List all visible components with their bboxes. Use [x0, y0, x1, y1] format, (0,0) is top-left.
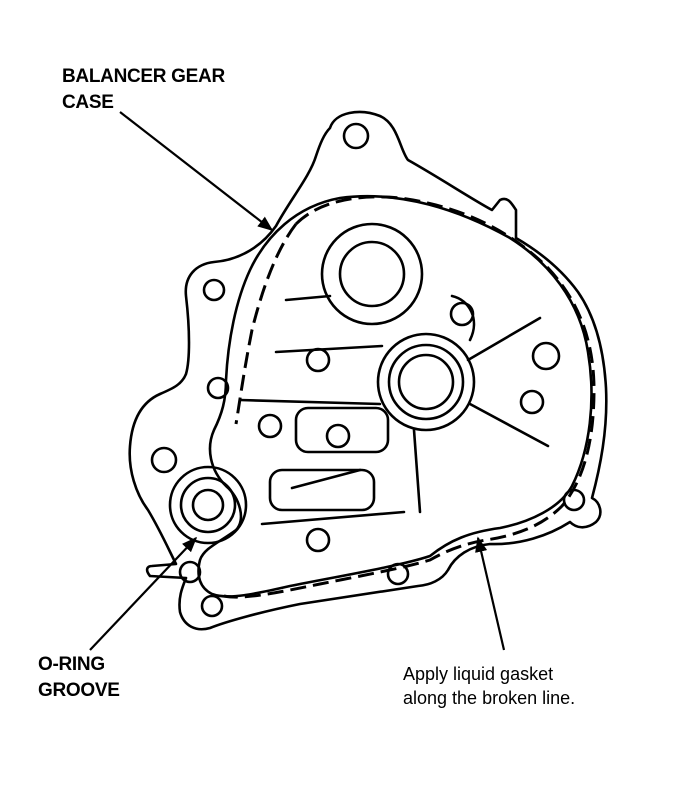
liquid-gasket-note: Apply liquid gasket along the broken lin… — [403, 664, 576, 708]
center-bore-ring-1 — [376, 332, 476, 432]
bolt-hole — [305, 347, 331, 373]
bolt-hole — [386, 562, 410, 586]
bolt-hole — [206, 376, 230, 400]
bolt-hole — [449, 301, 475, 327]
leader-o-ring-groove — [89, 536, 198, 651]
leader-balancer-gear-case — [119, 111, 274, 231]
oring-bore-inner — [191, 488, 225, 522]
mount-hole-top — [342, 122, 370, 150]
oring-bore-mid — [179, 476, 237, 534]
upper-bore-outer — [320, 222, 424, 326]
balancer-gear-case-label: BALANCER GEAR CASE — [62, 66, 225, 113]
leader-liquid-gasket — [475, 536, 506, 651]
bolt-hole — [562, 488, 586, 512]
bolt-hole — [202, 278, 226, 302]
bolt-hole — [325, 423, 351, 449]
bolt-hole — [257, 413, 283, 439]
bolt-hole — [150, 446, 178, 474]
center-bore-ring-2 — [387, 343, 465, 421]
ribs — [238, 294, 550, 526]
case-outer-outline — [128, 110, 608, 631]
inner-groove-outline — [197, 194, 593, 598]
center-bore-ring-3 — [397, 353, 455, 411]
pad-right — [294, 406, 390, 454]
bolt-hole — [305, 527, 331, 553]
bolt-hole — [178, 560, 202, 584]
liquid-gasket-broken-line — [223, 195, 596, 599]
liquid-gasket-broken-line-left — [234, 223, 298, 425]
oring-bore-outer — [168, 465, 248, 545]
bolt-hole — [519, 389, 545, 415]
bolt-hole — [531, 341, 561, 371]
pad-left — [268, 468, 376, 512]
upper-bore-inner — [338, 240, 406, 308]
o-ring-groove-label: O-RING GROOVE — [38, 654, 120, 701]
bolt-hole — [200, 594, 224, 618]
